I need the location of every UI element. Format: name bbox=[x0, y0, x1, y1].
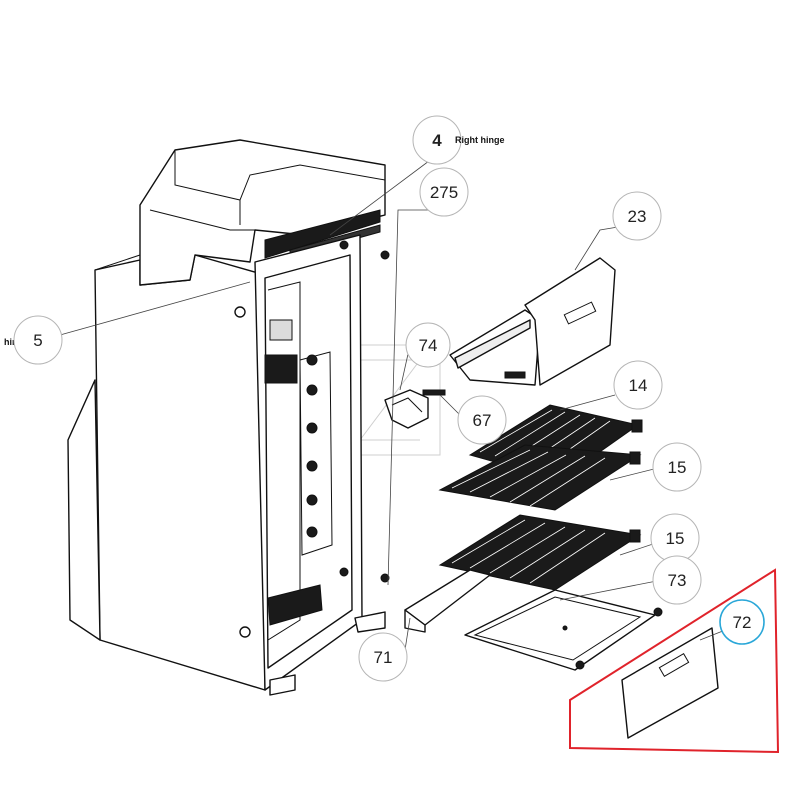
callout-67-number: 67 bbox=[473, 411, 492, 430]
callout-15-lower: 15 bbox=[650, 513, 700, 563]
refrigerator-body bbox=[67, 139, 386, 696]
callout-23: 23 bbox=[612, 191, 662, 241]
callout-14: 14 bbox=[613, 360, 663, 410]
callout-15-lower-number: 15 bbox=[666, 529, 685, 548]
callout-15-upper: 15 bbox=[652, 442, 702, 492]
screw-part-275 bbox=[380, 250, 390, 583]
callout-72-number: 72 bbox=[733, 613, 752, 632]
tray-part-73 bbox=[464, 589, 663, 671]
wire-shelf-part-15-upper bbox=[438, 444, 642, 511]
callout-4-number: 4 bbox=[432, 131, 442, 150]
callout-72: 72 bbox=[719, 599, 765, 645]
callout-4: 4 bbox=[412, 115, 462, 165]
callout-67: 67 bbox=[457, 395, 507, 445]
callout-275: 275 bbox=[419, 167, 469, 217]
callout-14-number: 14 bbox=[629, 376, 648, 395]
callout-71: 71 bbox=[358, 632, 408, 682]
callout-275-number: 275 bbox=[430, 183, 458, 202]
callout-71-number: 71 bbox=[374, 648, 393, 667]
callout-74: 74 bbox=[405, 322, 451, 368]
callout-5-number: 5 bbox=[33, 331, 42, 350]
rail-part-71 bbox=[404, 569, 491, 633]
shelf-supports bbox=[306, 354, 318, 538]
callout-15-upper-number: 15 bbox=[668, 458, 687, 477]
wire-shelf-part-15-lower bbox=[438, 514, 642, 591]
callout-73: 73 bbox=[652, 555, 702, 605]
crisper-front-part-72 bbox=[621, 627, 719, 739]
callout-5: 5 bbox=[13, 315, 63, 365]
callout-73-number: 73 bbox=[668, 571, 687, 590]
callout-23-number: 23 bbox=[628, 207, 647, 226]
highlight-frame bbox=[569, 568, 780, 754]
right-hinge-label: Right hinge bbox=[455, 135, 505, 145]
callout-74-number: 74 bbox=[419, 336, 438, 355]
bracket-parts-74-67 bbox=[384, 389, 446, 429]
freezer-door-part-23 bbox=[449, 257, 616, 386]
